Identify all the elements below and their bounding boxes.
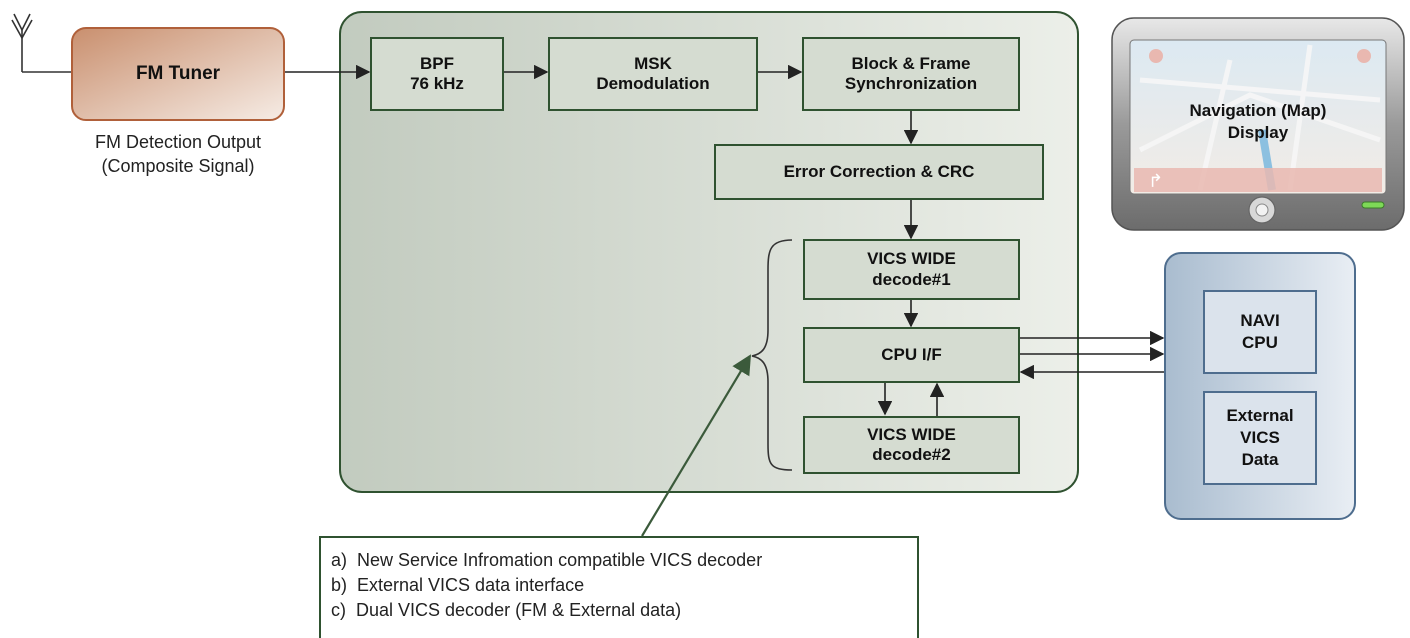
error-correction-block: Error Correction & CRC <box>714 144 1044 200</box>
fm-tuner-label: FM Tuner <box>135 63 221 84</box>
notes-pointer-line <box>641 354 752 537</box>
navigation-display-label: Navigation (Map) Display <box>1189 101 1327 142</box>
antenna-icon <box>11 13 72 73</box>
note-b: b) External VICS data interface <box>331 575 585 595</box>
navigation-display-device: ↱ <box>1111 17 1405 231</box>
fm-tuner-box <box>71 27 285 121</box>
note-a: a) New Service Infromation compatible VI… <box>331 550 763 570</box>
note-c: c) Dual VICS decoder (FM & External data… <box>331 600 682 620</box>
cpu-if-block: CPU I/F <box>803 327 1020 383</box>
feature-notes-box: a) New Service Infromation compatible VI… <box>319 536 919 638</box>
tuner-caption: FM Detection Output (Composite Signal) <box>60 130 296 178</box>
tuner-caption-line1: FM Detection Output <box>94 132 262 152</box>
decoder-group-brace <box>751 239 793 471</box>
tuner-caption-line2: (Composite Signal) <box>101 156 255 176</box>
svg-text:↱: ↱ <box>1148 171 1163 192</box>
